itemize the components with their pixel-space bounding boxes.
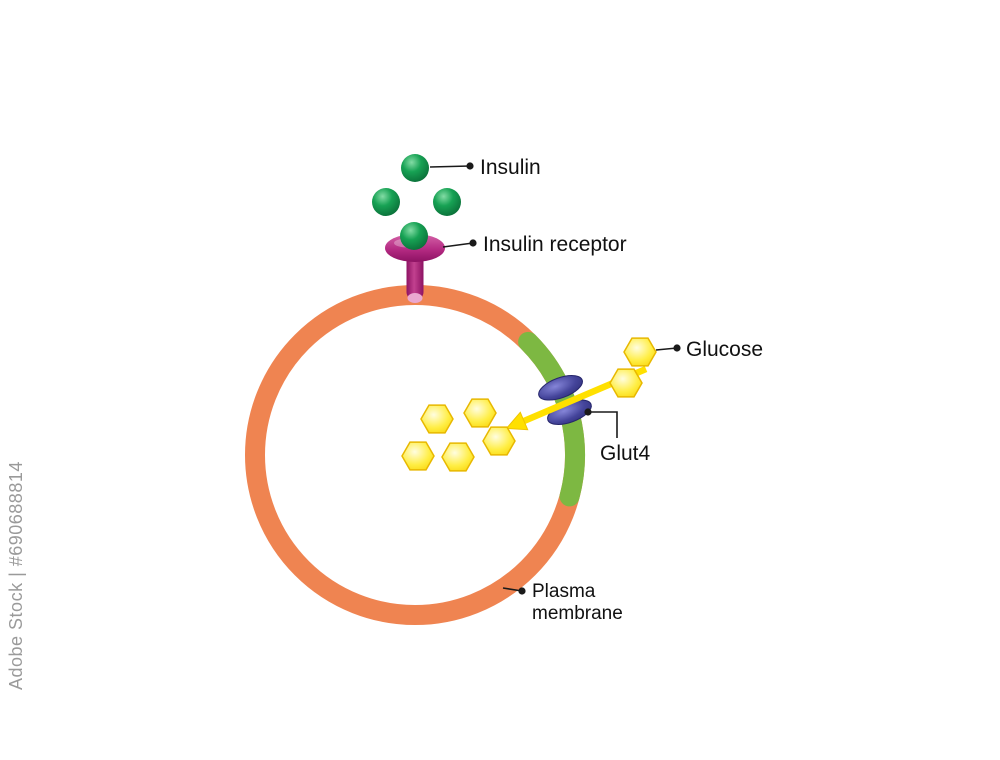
insulin-molecule (372, 188, 400, 216)
arrow-head (505, 411, 529, 431)
insulin-molecule (401, 154, 429, 182)
connector-dot (469, 239, 477, 247)
insulin-molecule (433, 188, 461, 216)
plasma-membrane-label-line1: Plasma (532, 581, 596, 602)
connector-dot (673, 344, 681, 352)
label-glut4: Glut4 (584, 408, 651, 465)
glucose-molecules-outside (609, 337, 657, 398)
glucose-label: Glucose (686, 338, 763, 361)
plasma-membrane-label-line2: membrane (532, 603, 623, 624)
connector-dot (584, 408, 592, 416)
connector-dot (518, 587, 526, 595)
glucose-molecule (482, 426, 516, 456)
glut4-lobe-outer (538, 375, 583, 401)
connector-line (588, 411, 618, 438)
glucose-molecule (623, 337, 657, 367)
insulin-label: Insulin (480, 156, 541, 179)
insulin-molecule (400, 222, 428, 250)
connector-line (429, 165, 471, 168)
insulin-molecules (372, 154, 461, 250)
glucose-molecule (463, 398, 497, 428)
glucose-molecule (441, 442, 475, 472)
glucose-molecule (401, 441, 435, 471)
label-glucose: Glucose (655, 338, 763, 361)
label-insulin: Insulin (429, 156, 541, 179)
glucose-molecule (609, 368, 643, 398)
label-plasma-membrane: Plasma membrane (502, 581, 623, 624)
label-insulin-receptor: Insulin receptor (442, 233, 627, 256)
glut4-transporter (538, 375, 592, 425)
glucose-molecules-inside (401, 398, 516, 472)
glut4-label: Glut4 (600, 442, 651, 465)
watermark-text: Adobe Stock | #690688814 (6, 461, 26, 690)
receptor-stem-tip (407, 293, 423, 303)
connector-line (442, 242, 474, 248)
glucose-molecule (420, 404, 454, 434)
insulin-receptor-label: Insulin receptor (483, 233, 627, 256)
connector-dot (466, 162, 474, 170)
